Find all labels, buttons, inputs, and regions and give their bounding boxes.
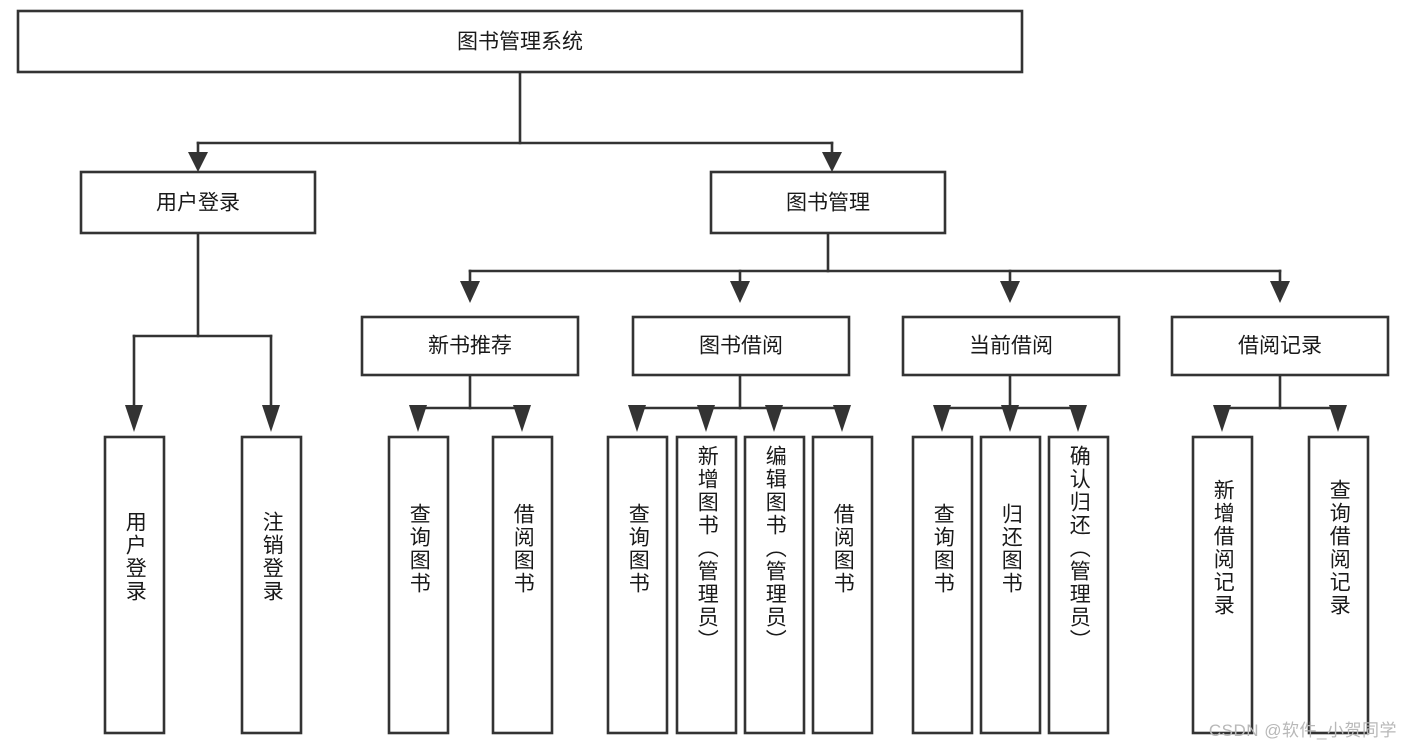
node-book-borrow-label: 图书借阅 [699,335,783,358]
leaf-box-user-login-2[interactable] [240,435,303,735]
arrow-head-book-borrow [730,281,750,303]
leaf-box-borrow-record-1[interactable] [1191,435,1254,735]
csdn-watermark: CSDN @软件_小贺同学 [1208,721,1397,740]
arrow-head-bb-leaf-1 [628,405,646,432]
arrow-head-current-borrow [1000,281,1020,303]
arrow-head-book-manage [822,152,842,172]
leaf-box-book-borrow-2[interactable] [675,435,738,735]
arrow-head-ul-leaf-2 [262,405,280,432]
node-root-label: 图书管理系统 [457,31,583,54]
leaf-box-book-borrow-1[interactable] [606,435,669,735]
node-borrow-record-box [1170,315,1390,377]
arrow-head-bb-leaf-2 [697,405,715,432]
leaf-box-new-book-1[interactable] [387,435,450,735]
leaf-box-current-borrow-2[interactable] [979,435,1042,735]
arrow-head-ul-leaf-1 [125,405,143,432]
node-current-borrow[interactable]: 当前借阅 [901,315,1121,377]
node-new-book-recommend-label: 新书推荐 [428,335,512,358]
node-new-book-recommend[interactable]: 新书推荐 [360,315,580,377]
connector-book-manage-to-level3 [460,231,1290,303]
connector-current-borrow-to-leaves [933,373,1087,432]
connector-root-to-level2 [188,70,842,172]
node-book-borrow-box [631,315,851,377]
leaf-box-current-borrow-1[interactable] [911,435,974,735]
node-book-borrow[interactable]: 图书借阅 [631,315,851,377]
arrow-head-borrow-record [1270,281,1290,303]
arrow-head-bb-leaf-3 [765,405,783,432]
leaf-box-current-borrow-3[interactable] [1047,435,1110,735]
node-book-management[interactable]: 图书管理 [709,170,947,235]
node-new-book-recommend-box [360,315,580,377]
node-book-management-label: 图书管理 [786,192,870,215]
arrow-head-user-login [188,152,208,172]
arrow-head-cb-leaf-2 [1001,405,1019,432]
arrow-head-bb-leaf-4 [833,405,851,432]
node-current-borrow-label: 当前借阅 [969,335,1053,358]
node-current-borrow-box [901,315,1121,377]
connector-borrow-record-to-leaves [1213,373,1347,432]
node-user-login-label: 用户登录 [156,192,240,215]
leaf-box-new-book-2[interactable] [491,435,554,735]
arrow-head-cb-leaf-1 [933,405,951,432]
arrow-head-br-leaf-1 [1213,405,1231,432]
leaf-box-borrow-record-2[interactable] [1307,435,1370,735]
node-user-login-box [79,170,317,235]
connector-user-login-to-leaves [125,231,280,432]
node-borrow-record-label: 借阅记录 [1238,335,1322,358]
arrow-head-nb-leaf-2 [513,405,531,432]
node-user-login[interactable]: 用户登录 [79,170,317,235]
arrow-head-br-leaf-2 [1329,405,1347,432]
node-book-management-box [709,170,947,235]
leaf-box-user-login-1[interactable] [103,435,166,735]
arrow-head-new-book [460,281,480,303]
node-root-book-management-system[interactable]: 图书管理系统 [16,9,1024,74]
arrow-head-cb-leaf-3 [1069,405,1087,432]
node-root-box [16,9,1024,74]
arrow-head-nb-leaf-1 [409,405,427,432]
leaf-box-book-borrow-3[interactable] [743,435,806,735]
connector-new-book-to-leaves [409,373,531,432]
connector-book-borrow-to-leaves [628,373,851,432]
leaf-box-book-borrow-4[interactable] [811,435,874,735]
node-borrow-record[interactable]: 借阅记录 [1170,315,1390,377]
